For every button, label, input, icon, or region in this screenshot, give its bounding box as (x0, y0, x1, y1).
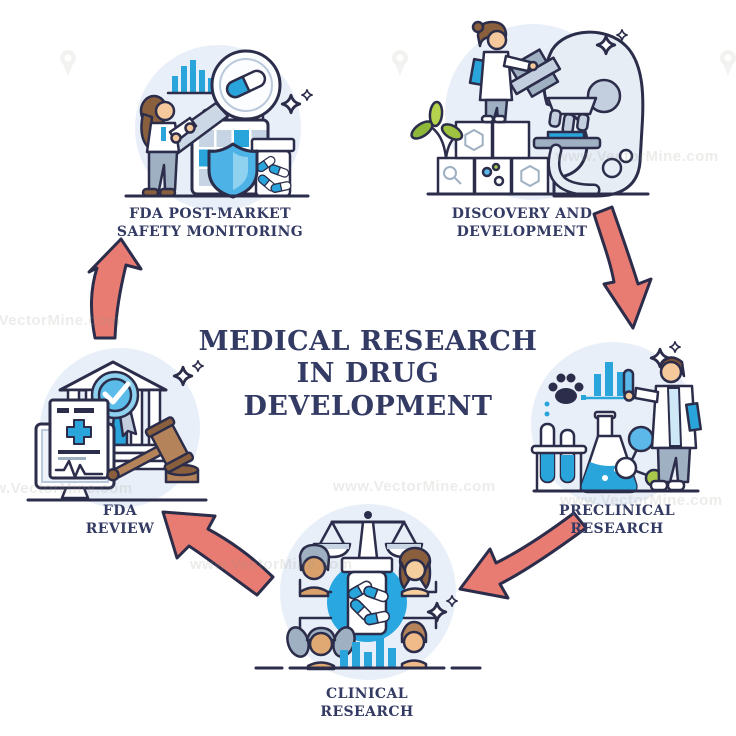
watermark: www.VectorMine.com (190, 556, 353, 573)
patient-face-bottom-right (400, 620, 428, 670)
label-fda-review: FDA REVIEW (85, 503, 155, 537)
label-discovery: DISCOVERY AND DEVELOPMENT (451, 206, 593, 240)
clinical-illustration (254, 511, 482, 671)
arrow-preclinical-to-clinical (458, 511, 588, 600)
patient-face-top-right (398, 546, 432, 598)
patient-face-bottom-left (286, 626, 356, 671)
watermark: www.VectorMine.com (556, 148, 719, 165)
scientist-woman (468, 20, 539, 124)
microscope-icon (508, 30, 645, 198)
arrow-discovery-to-preclinical (592, 205, 653, 330)
molecule-icon (614, 425, 664, 488)
researcher-woman (139, 94, 198, 198)
fda-review-illustration (26, 360, 208, 502)
diagram-title: MEDICAL RESEARCH IN DRUG DEVELOPMENT (198, 326, 538, 422)
paw-print-icon (548, 373, 584, 404)
magnifier-glass-with-pill-icon (210, 49, 282, 121)
label-clinical: CLINICAL RESEARCH (320, 686, 414, 720)
plant-icon (410, 100, 464, 160)
watermark: www.VectorMine.com (0, 312, 121, 329)
patient-face-top-left (298, 543, 331, 598)
pill-bottle-icon (340, 556, 394, 636)
medical-document-icon (48, 398, 110, 480)
post-market-illustration (124, 49, 310, 199)
discovery-illustration (410, 20, 650, 198)
watermark: www.VectorMine.com (560, 492, 723, 509)
shield-icon (207, 142, 259, 199)
label-post-market: FDA POST-MARKET SAFETY MONITORING (116, 206, 304, 240)
bar-chart-icon (340, 638, 396, 668)
test-tube-rack-icon (530, 422, 588, 492)
arrow-clinical-to-fda-review (161, 510, 275, 597)
label-preclinical: PRECLINICAL RESEARCH (559, 503, 675, 537)
watermark: www.VectorMine.com (0, 480, 133, 497)
preclinical-illustration (530, 356, 703, 494)
arrow-fda-review-to-post-market (87, 237, 143, 340)
cycle-arrows (87, 205, 653, 600)
gavel-icon (106, 416, 200, 484)
watermark: www.VectorMine.com (333, 478, 496, 495)
